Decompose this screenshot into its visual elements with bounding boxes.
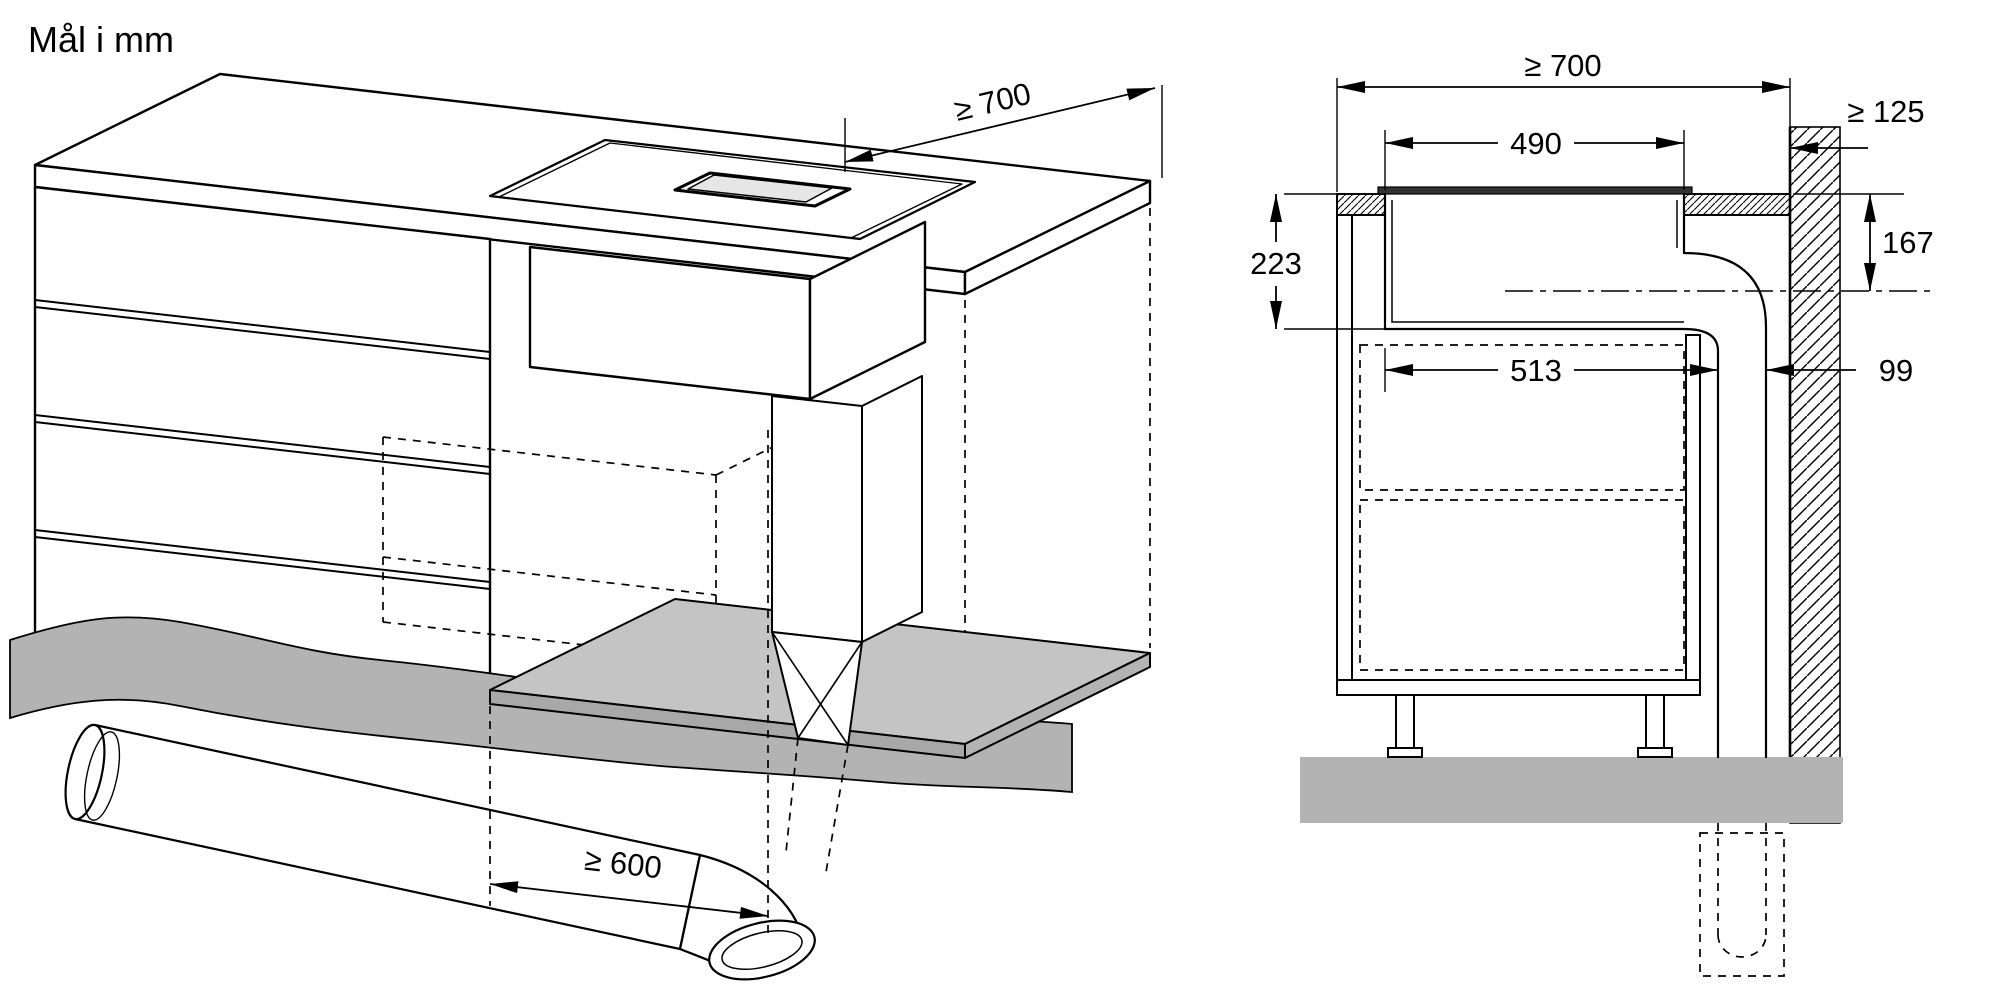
dim-cutout-width-label: 490	[1510, 126, 1562, 161]
cabinet-leg	[1637, 694, 1673, 758]
cabinet-section	[1336, 214, 1701, 758]
base-cabinet	[33, 185, 492, 701]
worktop-section	[1336, 193, 1791, 216]
dim-duct-width: 99	[1766, 353, 1913, 388]
page-title: Mål i mm	[28, 19, 174, 60]
cabinet-leg	[1387, 694, 1423, 758]
floor	[1300, 757, 1843, 823]
duct-funnel	[771, 631, 863, 873]
dim-top-width: ≥ 700	[1336, 48, 1791, 192]
hob-section	[1377, 186, 1693, 331]
dim-clearance-width: 513	[1384, 348, 1718, 392]
hob-top	[488, 138, 977, 241]
downdraft-duct	[771, 375, 923, 873]
dim-clearance-width-label: 513	[1510, 353, 1562, 388]
dim-duct-center-drop: 167	[1793, 193, 1934, 291]
dim-duct-width-label: 99	[1879, 353, 1913, 388]
dim-duct-center-drop-label: 167	[1882, 225, 1934, 260]
dim-top-width-label: ≥ 700	[1524, 48, 1601, 83]
hob-body-box	[528, 220, 927, 401]
dim-cutout-width: 490	[1384, 126, 1685, 190]
duct-below-floor	[1699, 823, 1785, 977]
wall	[1788, 126, 1841, 824]
dim-install-height-label: 223	[1250, 246, 1302, 281]
section-view: ≥ 700 ≥ 125 490 223 167	[1250, 48, 1935, 977]
dim-wall-clearance-label: ≥ 125	[1847, 94, 1924, 129]
isometric-view: ≥ 700 ≥ 600	[9, 72, 1163, 981]
dim-install-height: 223	[1250, 193, 1390, 330]
dim-wall-clearance: ≥ 125	[1790, 94, 1925, 154]
exhaust-duct-section	[1682, 251, 1785, 977]
vent-slot	[673, 171, 852, 208]
duct-elbow	[678, 853, 816, 981]
